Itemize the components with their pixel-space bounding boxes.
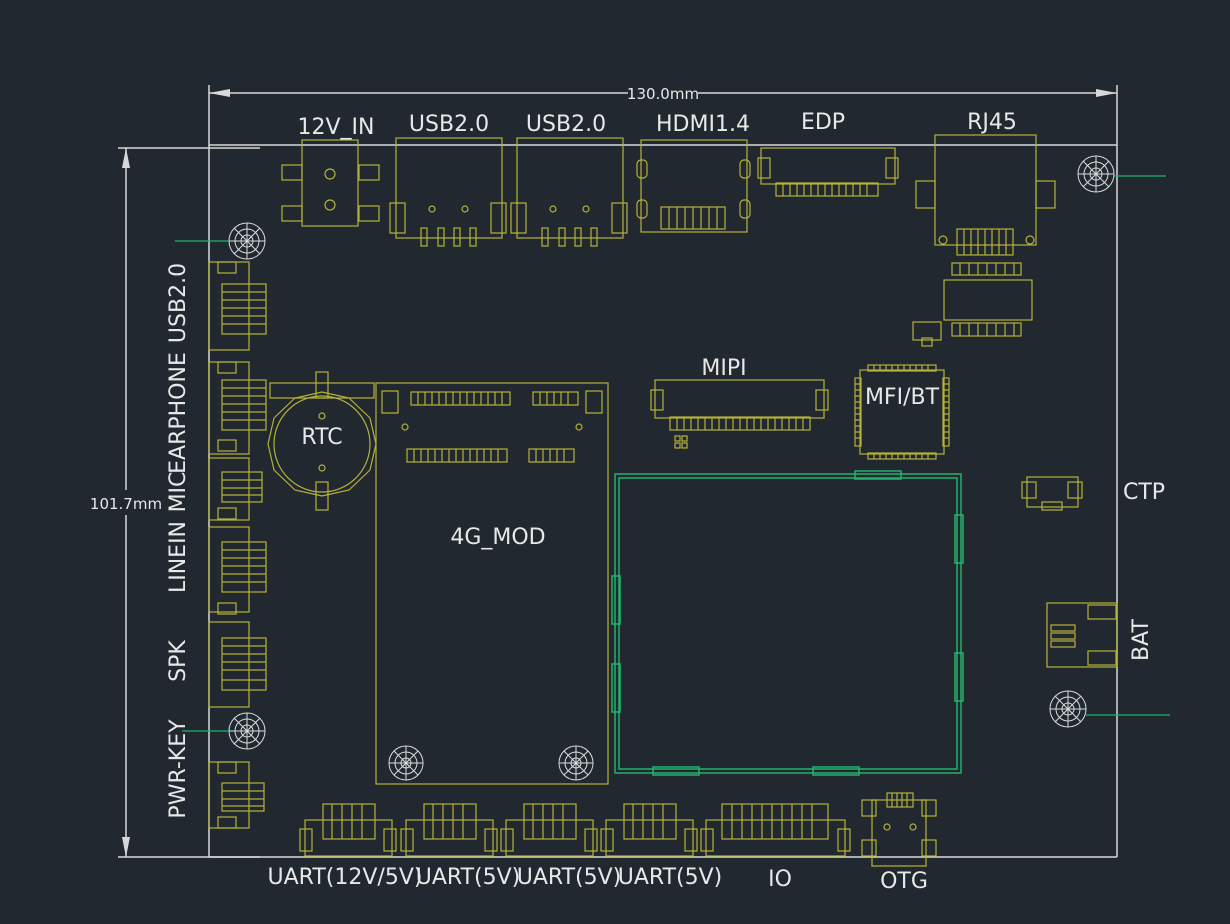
- mount-hole-bottom-left: [228, 712, 266, 750]
- mic-label: MIC: [166, 472, 191, 513]
- earphone-label: EARPHONE: [166, 352, 191, 474]
- dc-in-connector: [281, 139, 380, 227]
- mount-hole-module-right: [558, 745, 594, 781]
- uart-12v-5v-label: UART(12V/5V): [268, 865, 423, 890]
- height-dimension: 101.7mm: [90, 147, 260, 858]
- edp-label: EDP: [801, 110, 845, 135]
- rj45-connector: [915, 134, 1056, 276]
- 4g-module: [375, 382, 609, 785]
- 4g-module-label: 4G_MOD: [450, 525, 545, 550]
- usb-a-connector: [389, 137, 507, 247]
- mount-hole-bottom-right: [1049, 690, 1087, 728]
- width-dimension-label: 130.0mm: [627, 85, 699, 103]
- bat-connector: [1046, 602, 1118, 668]
- mfi-bt-label: MFI/BT: [865, 385, 940, 410]
- linein-label: LINEIN: [166, 521, 191, 593]
- uart-5v-label-3: UART(5V): [618, 865, 723, 890]
- io-label: IO: [768, 867, 792, 892]
- usb-b-connector: [510, 137, 628, 247]
- otg-label: OTG: [880, 869, 928, 894]
- edp-connector: [757, 147, 899, 197]
- mount-hole-top-left: [228, 222, 266, 260]
- usb-a-label: USB2.0: [409, 112, 489, 137]
- usb-b-label: USB2.0: [526, 112, 606, 137]
- rtc-label: RTC: [301, 425, 342, 450]
- board-outline: [208, 85, 1118, 858]
- width-dimension: 130.0mm: [209, 85, 1117, 103]
- leader-lines: [175, 175, 1170, 732]
- height-dimension-label: 101.7mm: [90, 495, 162, 513]
- rj45-label: RJ45: [967, 110, 1017, 135]
- mipi-label: MIPI: [701, 356, 746, 381]
- spk-label: SPK: [166, 640, 191, 682]
- left-usb-label: USB2.0: [166, 263, 191, 343]
- ctp-connector: [1021, 476, 1083, 511]
- mount-hole-module-left: [388, 745, 424, 781]
- bat-label: BAT: [1129, 619, 1154, 661]
- pwr-key-label: PWR-KEY: [166, 719, 191, 819]
- uart-5v-label-2: UART(5V): [517, 865, 622, 890]
- left-connector-footprints: [208, 261, 267, 829]
- som-footprint: [611, 470, 964, 776]
- dc-in-label: 12V_IN: [298, 115, 375, 140]
- bottom-connector-footprints: [299, 792, 937, 867]
- mfi-bt-chip: [854, 364, 950, 460]
- mipi-connector: [650, 379, 829, 449]
- hdmi-label: HDMI1.4: [656, 112, 750, 137]
- ctp-label: CTP: [1123, 480, 1165, 505]
- hdmi-connector: [636, 139, 751, 233]
- uart-5v-label-1: UART(5V): [416, 865, 521, 890]
- mount-hole-top-right: [1077, 155, 1115, 193]
- rtc-battery: [267, 371, 377, 511]
- misc-footprint: [912, 279, 1033, 347]
